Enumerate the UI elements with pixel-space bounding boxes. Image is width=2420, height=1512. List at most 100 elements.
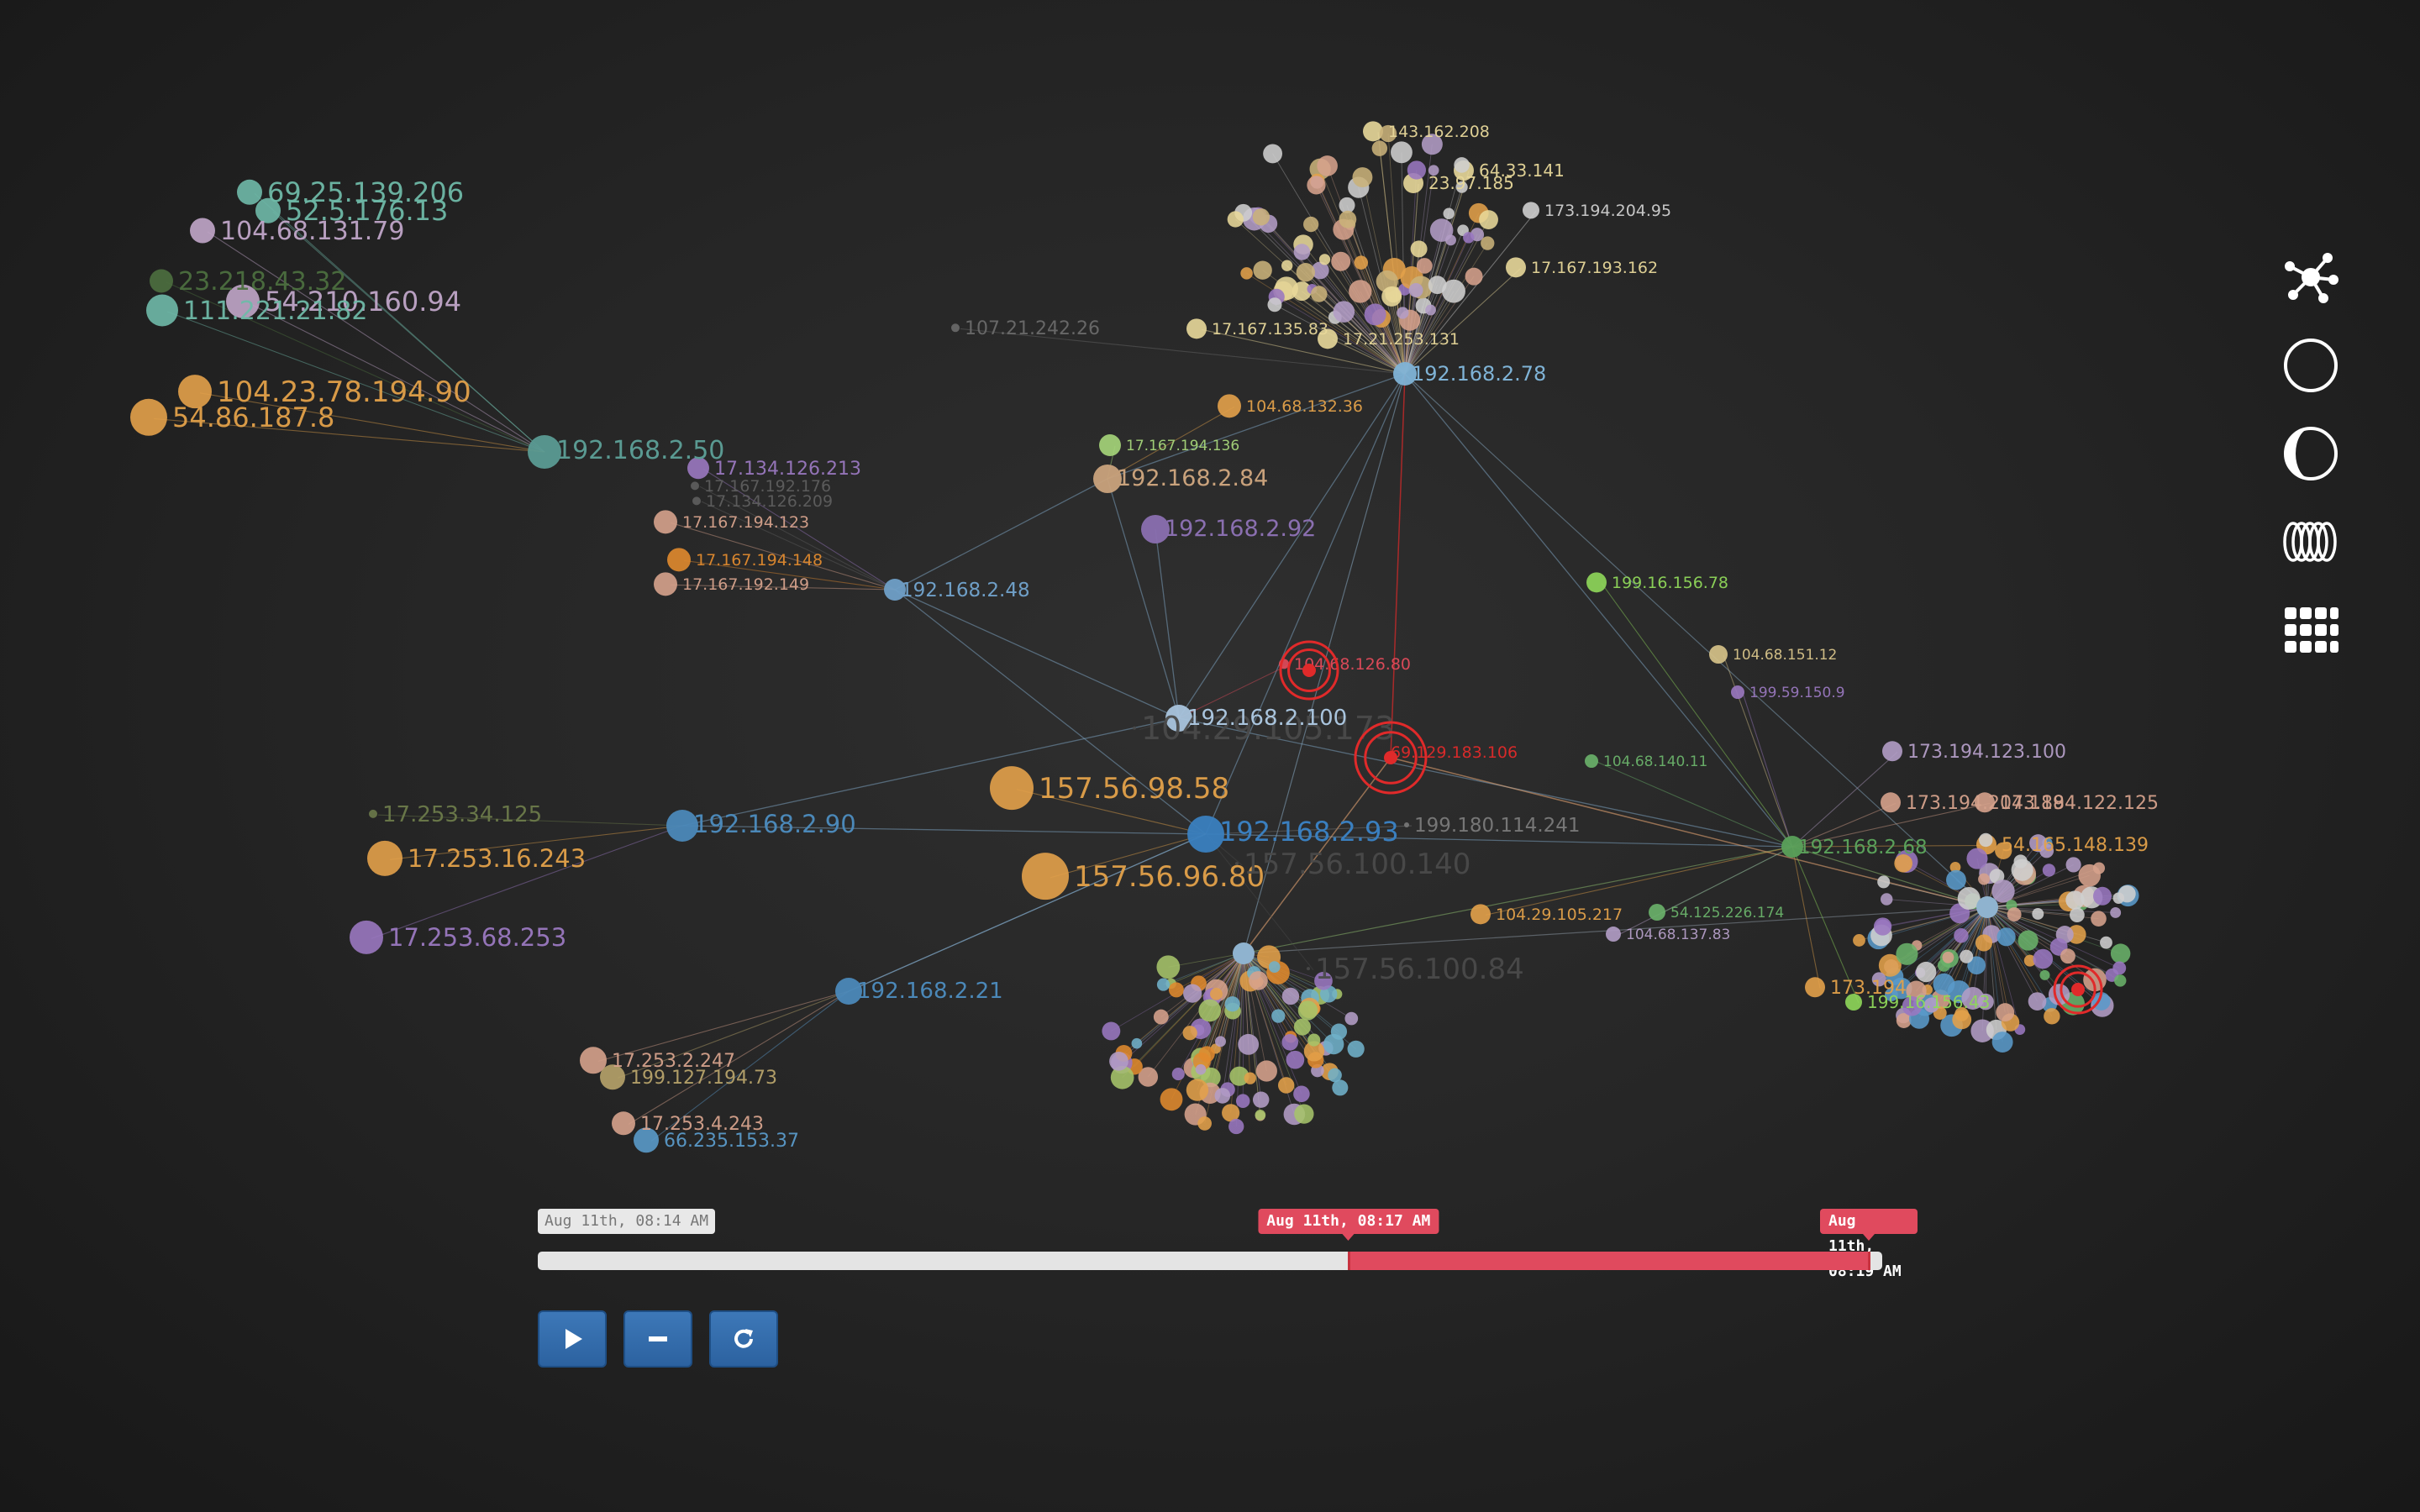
host-node[interactable]	[1923, 997, 1939, 1013]
hub-node[interactable]	[835, 978, 862, 1005]
host-node[interactable]	[1606, 927, 1621, 942]
host-node[interactable]	[1183, 984, 1202, 1003]
host-node[interactable]	[226, 284, 260, 318]
host-node[interactable]	[2039, 969, 2050, 980]
host-node[interactable]	[1271, 1009, 1286, 1023]
host-node[interactable]	[1363, 121, 1383, 142]
host-node[interactable]	[1902, 995, 1923, 1016]
host-node[interactable]	[1314, 971, 1333, 990]
host-node[interactable]	[1339, 210, 1357, 228]
host-node[interactable]	[1960, 949, 1974, 963]
host-node[interactable]	[1709, 645, 1728, 664]
host-node[interactable]	[1978, 873, 1990, 885]
host-node[interactable]	[1307, 176, 1326, 195]
host-node[interactable]	[1255, 1110, 1266, 1121]
host-node[interactable]	[580, 1047, 607, 1074]
host-node[interactable]	[1297, 1000, 1318, 1021]
host-node[interactable]	[1228, 1118, 1244, 1135]
host-node[interactable]	[2023, 954, 2036, 967]
host-node[interactable]	[130, 398, 167, 436]
host-node[interactable]	[2065, 890, 2085, 910]
hub-node[interactable]	[1233, 942, 1255, 964]
host-node[interactable]	[1133, 726, 1136, 730]
host-node[interactable]	[1404, 822, 1409, 827]
host-node[interactable]	[1975, 792, 1995, 813]
host-node[interactable]	[350, 920, 383, 954]
host-node[interactable]	[990, 766, 1034, 811]
hub-node[interactable]	[884, 579, 906, 601]
host-node[interactable]	[1214, 1088, 1231, 1104]
host-node[interactable]	[1916, 961, 1937, 983]
host-node[interactable]	[2044, 1008, 2060, 1025]
spiral-layout-button[interactable]	[2277, 508, 2344, 575]
host-node[interactable]	[237, 179, 262, 205]
host-node[interactable]	[1421, 134, 1443, 155]
host-node[interactable]	[1967, 956, 1986, 975]
host-node[interactable]	[1371, 140, 1388, 156]
host-node[interactable]	[178, 375, 212, 409]
host-node[interactable]	[2070, 907, 2085, 923]
host-node[interactable]	[1961, 986, 1985, 1010]
host-node[interactable]	[1331, 251, 1351, 271]
host-node[interactable]	[1214, 1036, 1226, 1047]
host-node[interactable]	[1465, 267, 1483, 286]
host-node[interactable]	[1323, 1033, 1344, 1055]
host-node[interactable]	[1871, 972, 1886, 987]
host-node[interactable]	[2114, 974, 2127, 987]
host-node[interactable]	[1168, 982, 1184, 998]
hub-node[interactable]	[1165, 705, 1192, 732]
host-node[interactable]	[255, 197, 281, 223]
host-node[interactable]	[1277, 1077, 1295, 1094]
host-node[interactable]	[1293, 244, 1311, 260]
host-node[interactable]	[1481, 236, 1495, 250]
host-node[interactable]	[1218, 394, 1241, 418]
host-node[interactable]	[1222, 1104, 1240, 1122]
host-node[interactable]	[1198, 1046, 1215, 1063]
host-node[interactable]	[1455, 181, 1468, 193]
host-node[interactable]	[1946, 869, 1966, 890]
timeline-selected-range[interactable]	[1348, 1252, 1869, 1270]
host-node[interactable]	[1110, 1065, 1134, 1089]
play-button[interactable]	[538, 1310, 607, 1368]
host-node[interactable]	[600, 1064, 625, 1090]
host-node[interactable]	[1229, 1066, 1249, 1086]
circle-layout-button[interactable]	[2277, 332, 2344, 399]
host-node[interactable]	[1186, 1079, 1209, 1101]
host-node[interactable]	[1307, 967, 1310, 971]
host-node[interactable]	[190, 218, 215, 244]
hub-node[interactable]	[1976, 896, 1998, 918]
timeline-range-start-marker[interactable]: Aug 11th, 08:17 AM	[1258, 1209, 1439, 1241]
host-node[interactable]	[1407, 160, 1427, 180]
host-node[interactable]	[1949, 861, 1961, 873]
host-node[interactable]	[1975, 934, 1993, 952]
host-node[interactable]	[1853, 934, 1865, 947]
host-node[interactable]	[654, 572, 677, 596]
host-node[interactable]	[1160, 1088, 1183, 1111]
host-node[interactable]	[1318, 254, 1331, 265]
hub-node[interactable]	[528, 435, 561, 469]
host-node[interactable]	[150, 269, 173, 293]
host-node[interactable]	[1805, 977, 1825, 998]
host-node[interactable]	[2060, 948, 2075, 964]
host-node[interactable]	[1328, 1068, 1342, 1083]
host-node[interactable]	[1470, 904, 1491, 925]
host-node[interactable]	[692, 496, 701, 506]
host-node[interactable]	[1586, 572, 1607, 593]
host-node[interactable]	[1896, 942, 1918, 965]
host-node[interactable]	[1267, 297, 1282, 312]
host-node[interactable]	[1156, 978, 1171, 991]
host-node[interactable]	[1224, 996, 1240, 1012]
range-start-handle[interactable]	[1347, 1252, 1350, 1270]
host-node[interactable]	[1333, 301, 1355, 323]
host-node[interactable]	[1227, 211, 1244, 228]
host-node[interactable]	[1991, 879, 2015, 903]
hub-node[interactable]	[1187, 816, 1224, 853]
host-node[interactable]	[2011, 858, 2033, 881]
hub-node[interactable]	[666, 810, 698, 842]
host-node[interactable]	[1731, 685, 1744, 700]
host-node[interactable]	[2039, 843, 2054, 858]
alert-target-icon[interactable]	[1354, 721, 1428, 795]
host-node[interactable]	[1156, 955, 1181, 979]
host-node[interactable]	[1966, 848, 1988, 869]
